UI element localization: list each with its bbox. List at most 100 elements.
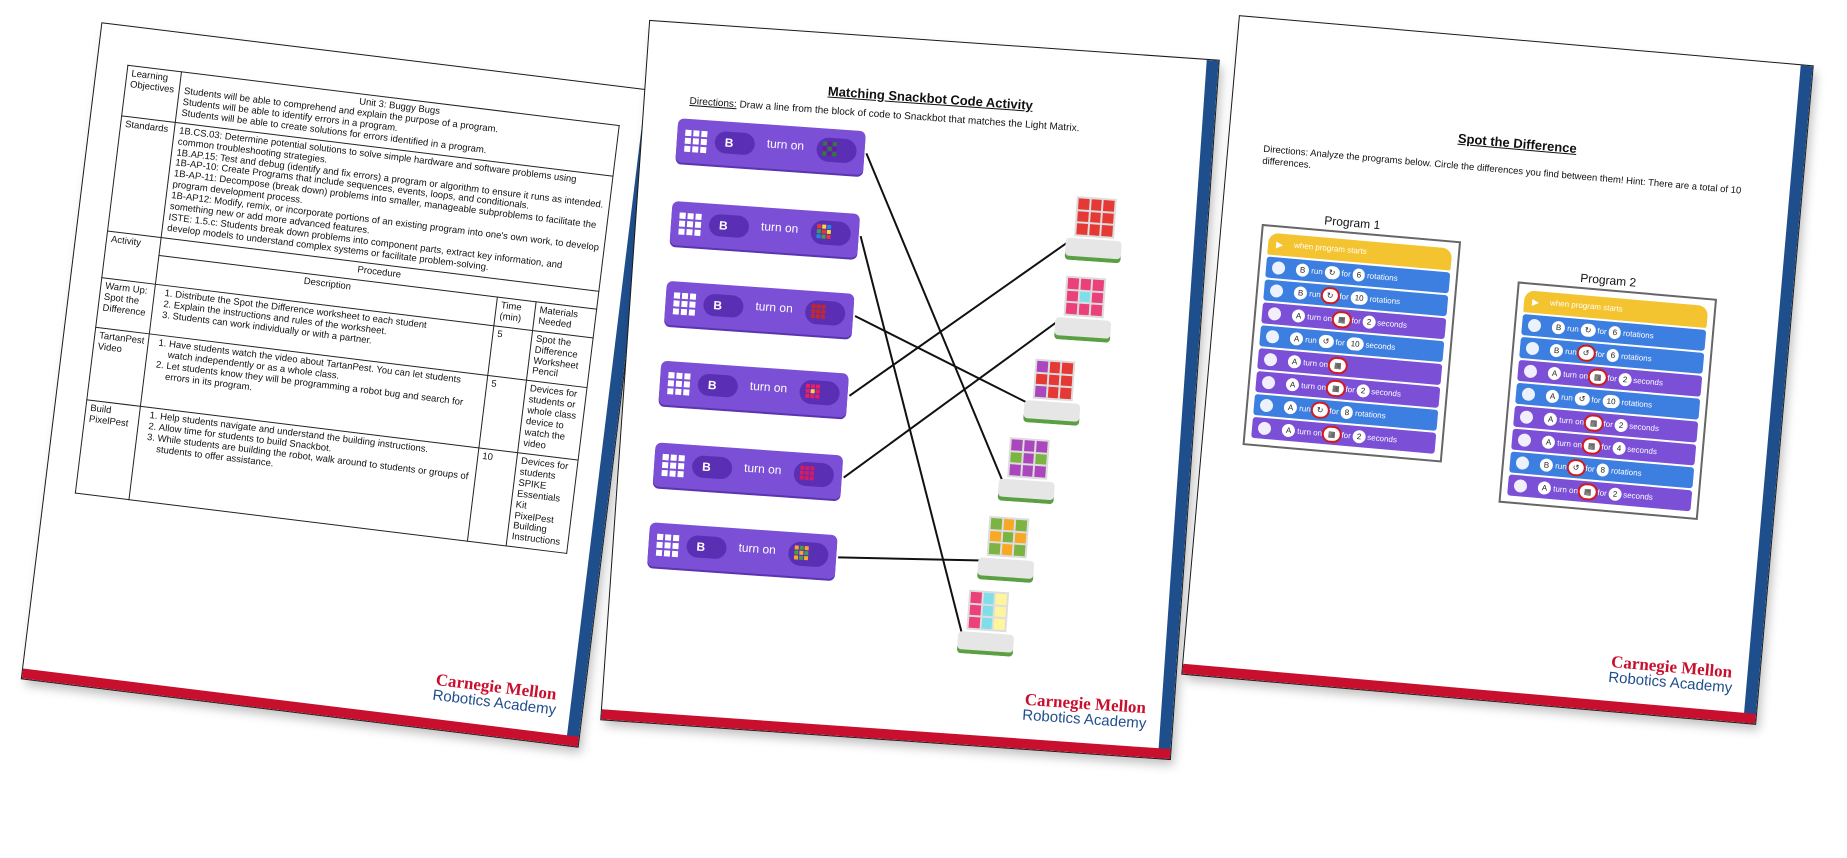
block-verb: turn on bbox=[1562, 369, 1589, 381]
match-line bbox=[865, 152, 1004, 483]
grid-cell bbox=[662, 453, 669, 461]
direction-chip: ↺ bbox=[1578, 346, 1594, 361]
direction-chip: ↺ bbox=[1574, 391, 1590, 407]
block-for: for bbox=[1590, 395, 1602, 406]
activity-materials: Devices for students SPIKE Essentials Ki… bbox=[506, 452, 579, 554]
activity-name: TartanPest Video bbox=[86, 327, 150, 407]
unit-label: rotations bbox=[1622, 328, 1655, 341]
grid-cell bbox=[677, 470, 684, 478]
cube-pixel bbox=[969, 604, 981, 616]
light-matrix-cube bbox=[1063, 275, 1107, 319]
col-time: Time (min) bbox=[493, 296, 537, 331]
match-line bbox=[838, 556, 983, 562]
snackbot bbox=[976, 515, 1038, 589]
robot-base bbox=[976, 557, 1035, 584]
activity-time: 5 bbox=[487, 325, 533, 381]
grid-cell bbox=[655, 549, 663, 557]
grid-cell bbox=[689, 293, 697, 300]
light-matrix-icon bbox=[655, 533, 680, 558]
value-chip: 2 bbox=[1608, 487, 1622, 502]
unit-label: rotations bbox=[1354, 408, 1387, 421]
port-chip: A bbox=[1283, 400, 1298, 415]
activity-materials: Devices for students or whole class devi… bbox=[517, 380, 587, 460]
cube-pixel bbox=[1009, 464, 1021, 476]
matrix-pixel bbox=[827, 141, 833, 146]
matrix-pixels bbox=[793, 545, 809, 561]
snackbot bbox=[956, 589, 1017, 663]
motor-icon bbox=[1271, 260, 1286, 276]
matrix-pixel bbox=[815, 384, 821, 389]
cube-pixel bbox=[1077, 210, 1089, 223]
matrix-pattern bbox=[798, 379, 841, 407]
unit-label: seconds bbox=[1622, 490, 1654, 503]
block-verb: turn on bbox=[1302, 358, 1329, 370]
value-chip: 2 bbox=[1356, 383, 1370, 398]
matrix-pixel bbox=[811, 308, 816, 314]
block-verb: turn on bbox=[1306, 312, 1333, 324]
cube-pixel bbox=[1047, 386, 1059, 399]
matrix-pixel bbox=[822, 224, 827, 229]
unit-label: seconds bbox=[1365, 340, 1396, 352]
cube-pixel bbox=[1065, 303, 1078, 315]
motor-icon bbox=[1259, 398, 1274, 413]
cube-pixel bbox=[1048, 374, 1060, 386]
matrix-pixels bbox=[822, 141, 838, 157]
matrix-pixel bbox=[821, 309, 826, 314]
matrix-pixel bbox=[820, 314, 826, 319]
port-dropdown: B bbox=[685, 534, 728, 560]
block-for: for bbox=[1351, 316, 1362, 326]
cube-pixel bbox=[993, 618, 1006, 631]
cube-pixel bbox=[1034, 466, 1046, 478]
matrix-chip: ▦ bbox=[1333, 312, 1351, 327]
block-for: for bbox=[1329, 406, 1340, 417]
block-verb: turn on bbox=[1296, 426, 1323, 438]
motor-icon bbox=[1521, 387, 1536, 402]
matrix-pixel bbox=[816, 309, 821, 314]
value-chip: 6 bbox=[1606, 348, 1620, 363]
block-for: for bbox=[1594, 349, 1606, 360]
material: Devices for students or whole class devi… bbox=[522, 383, 578, 452]
port-chip: A bbox=[1543, 412, 1558, 427]
port-chip: A bbox=[1287, 354, 1302, 369]
grid-cell bbox=[684, 373, 691, 380]
matrix-pixel bbox=[810, 394, 815, 399]
cmu-logo: Carnegie Mellon Robotics Academy bbox=[432, 670, 559, 719]
cube-pixel bbox=[1011, 439, 1023, 451]
unit-label: seconds bbox=[1376, 318, 1408, 330]
value-chip: 4 bbox=[1612, 441, 1626, 456]
grid-cell bbox=[692, 146, 699, 153]
matrix-pattern bbox=[809, 219, 852, 247]
cube-pixel bbox=[1015, 519, 1028, 532]
matrix-pixel bbox=[805, 465, 810, 471]
grid-cell bbox=[676, 372, 683, 380]
program-2-panel: Program 2 when program startsBrun↻for6ro… bbox=[1498, 271, 1718, 521]
cube-pixel bbox=[1066, 290, 1078, 302]
cube-pixel bbox=[1078, 198, 1090, 210]
block-for: for bbox=[1335, 337, 1346, 348]
motor-icon bbox=[1515, 455, 1530, 471]
block-for: for bbox=[1601, 442, 1612, 453]
direction-chip: ↻ bbox=[1324, 265, 1340, 280]
grid-cell bbox=[687, 213, 694, 220]
matrix-pixel bbox=[832, 142, 838, 147]
motor-icon bbox=[1527, 318, 1542, 333]
motor-icon bbox=[1269, 283, 1284, 298]
material: PixelPest Building Instructions bbox=[511, 509, 561, 549]
grid-cell bbox=[670, 454, 677, 461]
cube-pixel bbox=[1060, 375, 1073, 387]
matrix-pixel bbox=[799, 470, 805, 475]
light-matrix-cube bbox=[1032, 358, 1076, 402]
grid-cell bbox=[688, 309, 696, 316]
cube-pixel bbox=[1076, 223, 1088, 235]
port-chip: A bbox=[1541, 435, 1556, 450]
grid-cell bbox=[664, 542, 671, 549]
matching-activity-page: Matching Snackbot Code Activity Directio… bbox=[601, 20, 1219, 760]
matrix-pixel bbox=[810, 389, 815, 394]
matrix-pixel bbox=[811, 303, 816, 309]
block-verb: run bbox=[1564, 346, 1578, 357]
match-line bbox=[843, 319, 1060, 479]
value-chip: 10 bbox=[1346, 336, 1365, 352]
snackbot bbox=[997, 437, 1058, 511]
unit-label: rotations bbox=[1610, 466, 1643, 478]
cmu-logo: Carnegie Mellon Robotics Academy bbox=[1608, 652, 1735, 697]
